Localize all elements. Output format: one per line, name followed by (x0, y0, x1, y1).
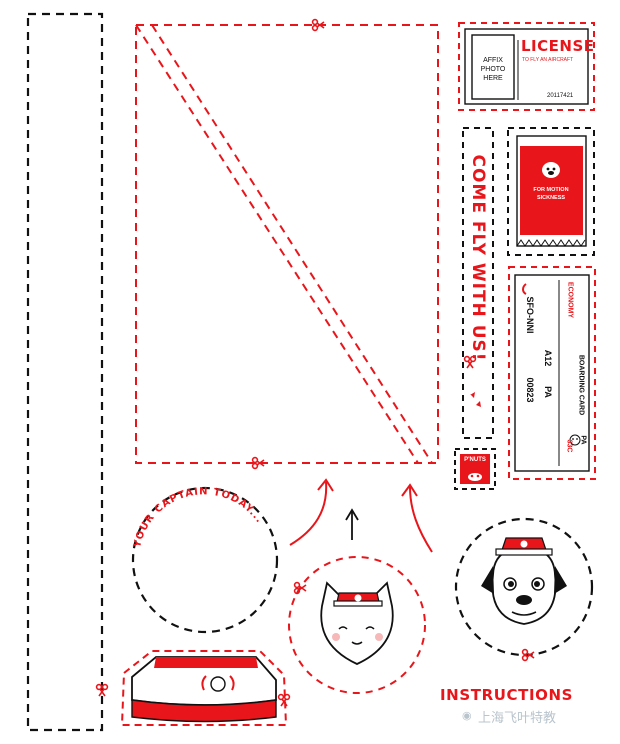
pug-face-icon (542, 162, 560, 178)
badge-arc-text: YOUR CAPTAIN TODAY... (132, 486, 264, 549)
photo-slot (471, 34, 515, 100)
sickness-bag-label: FOR MOTION SICKNESS (528, 186, 574, 202)
license-subtitle: TO FLY AN AIRCRAFT (522, 57, 574, 63)
photo-line: HERE (483, 75, 503, 82)
cat-circle (288, 556, 426, 694)
arrow-head (401, 483, 418, 497)
laurel-icon (201, 675, 235, 691)
plane-icon (522, 283, 527, 295)
arrow-up-right (409, 486, 433, 553)
photo-line: PHOTO (480, 66, 506, 73)
arrow-up-center (345, 508, 359, 540)
arrow-head (317, 478, 334, 492)
arrow-up-left (289, 481, 328, 546)
pug-ears-icon (481, 566, 567, 594)
photo-slot-label: AFFIX PHOTO HERE (480, 56, 506, 83)
pug-circle (454, 517, 594, 657)
watermark-icon: ◉ (462, 710, 472, 722)
license-title: LICENSE (521, 37, 595, 55)
license-number: 20117421 (547, 93, 574, 99)
left-strip-cutout (26, 12, 104, 732)
sickness-line: SICKNESS (536, 195, 566, 201)
captain-badge-cutout (131, 486, 279, 634)
sickness-line: FOR MOTION (533, 187, 569, 193)
svg-text:YOUR CAPTAIN TODAY...: YOUR CAPTAIN TODAY... (132, 486, 265, 549)
photo-line: AFFIX (483, 57, 503, 64)
pug-emblem-icon (210, 676, 226, 692)
paw-icon (470, 392, 481, 407)
banner-strip (462, 127, 494, 439)
pug-face-icon (569, 434, 581, 446)
sickness-bag (507, 127, 595, 256)
nuts-label: P'NUTS (464, 457, 486, 463)
wing-panel (135, 24, 439, 464)
instructions-label: INSTRUCTIONS (440, 686, 574, 704)
license-card (458, 22, 595, 111)
hat-cutout (120, 650, 288, 726)
nuts-packet (454, 448, 496, 490)
watermark-text: 上海飞叶特教 (478, 711, 557, 726)
boarding-pass (508, 266, 596, 480)
arrows (289, 478, 433, 553)
